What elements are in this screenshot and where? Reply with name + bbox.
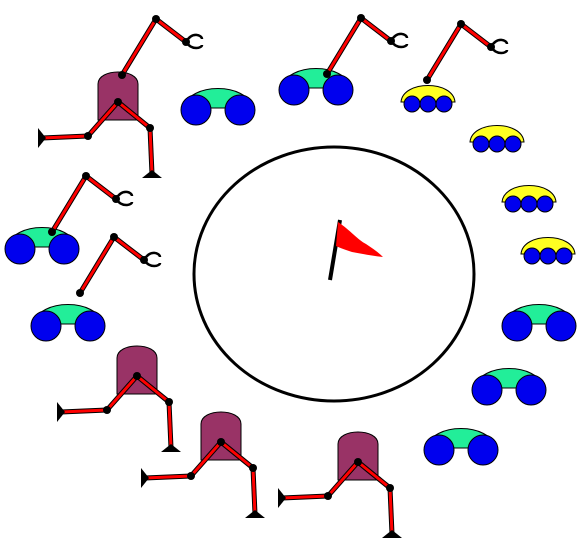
blue-car-2 [278, 68, 354, 106]
robot-arm-4 [76, 233, 160, 297]
blue-car-7 [4, 227, 80, 265]
robot-arm-2 [323, 14, 407, 78]
robot-arm-1 [118, 15, 202, 79]
blue-car-6 [30, 304, 106, 342]
flag-icon [328, 219, 383, 281]
legged-robot-4 [57, 346, 181, 452]
legged-robot-1 [38, 72, 162, 178]
robot-arm-3 [423, 20, 507, 84]
yellow-car-3 [501, 185, 557, 213]
robot-arm-5 [48, 172, 132, 236]
yellow-car-2 [469, 125, 525, 153]
blue-car-4 [471, 368, 547, 406]
legged-robot-2 [278, 432, 402, 538]
legged-robot-3 [141, 412, 265, 518]
yellow-car-1 [400, 85, 456, 113]
yellow-car-4 [520, 237, 576, 265]
blue-car-1 [180, 88, 256, 126]
blue-car-5 [423, 428, 499, 466]
center-circle [192, 145, 476, 403]
blue-car-3 [501, 304, 577, 342]
